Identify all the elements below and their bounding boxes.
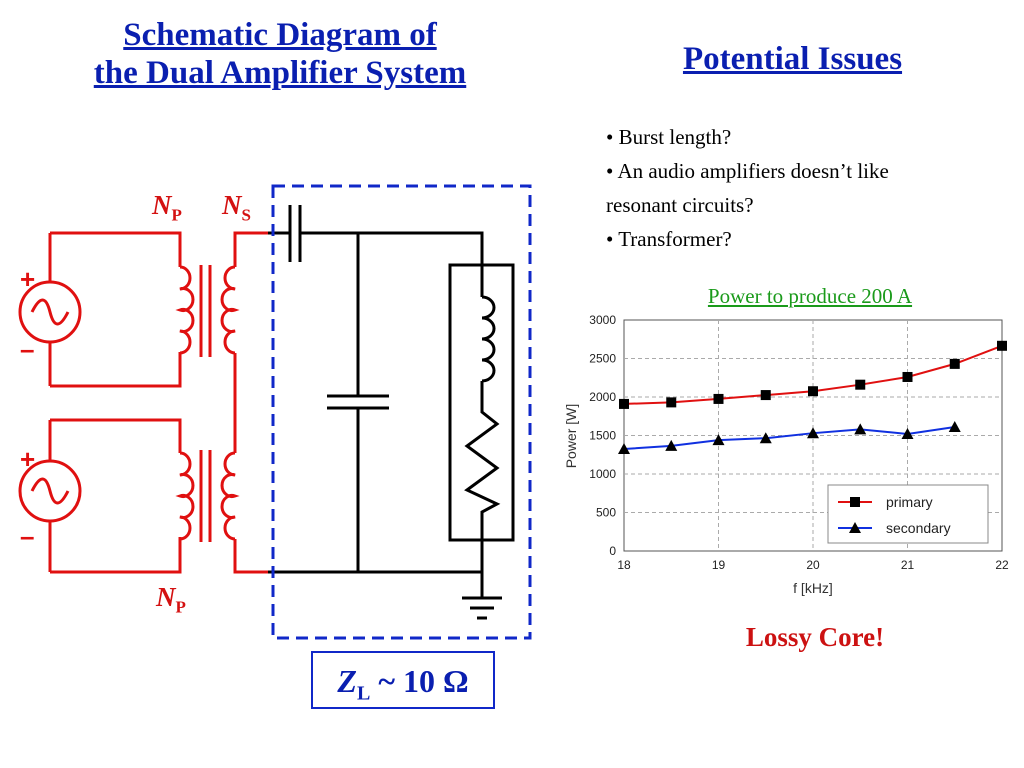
minus-sign-1: – [20,334,34,364]
legend-marker-primary [850,497,860,507]
legend-box [827,484,989,544]
y-tick-label: 0 [609,544,616,558]
schematic-title-line1: Schematic Diagram of [123,17,437,53]
y-axis-label: Power [W] [563,404,579,469]
conclusion-text: Lossy Core! [745,622,885,652]
primary-turns-label-bottom: NP [156,582,186,617]
legend-label-secondary: secondary [886,520,951,536]
load-inductor [481,295,496,383]
ac-source-1-icon [18,280,82,344]
issue-audio-amplifier: • An audio amplifiers doesn’t like [606,159,889,183]
primary-point [997,340,1007,351]
primary-point [808,386,818,397]
primary-point [855,379,866,390]
chart-ticks: 18 19 20 21 22 0 500 1000 1500 2000 2500 3000 [589,313,1009,572]
secondary-point [712,434,725,446]
plus-sign-2: + [20,444,35,474]
y-tick-label: 1000 [589,467,616,481]
secondary-turns-label: NS [222,190,251,225]
plus-sign-1: + [20,264,35,294]
x-tick-label: 20 [806,558,820,572]
schematic-diagram: + – + – [18,184,532,640]
legend-marker-secondary [849,522,861,533]
secondary-point [759,432,772,444]
issues-title: Potential Issues [682,41,903,77]
primary-point [760,390,771,401]
schematic-title: Schematic Diagram of the Dual Amplifier … [30,16,530,92]
secondary-coil-1 [220,265,240,355]
x-tick-label: 22 [995,558,1009,572]
secondary-point [618,442,630,454]
primary-point [619,398,629,409]
primary-turns-label-top: NP [152,190,182,225]
secondary-point [948,421,961,433]
y-tick-label: 500 [596,506,616,520]
secondary-coil-2 [220,451,240,541]
y-tick-label: 2000 [589,390,616,404]
primary-coil-2 [175,451,195,541]
y-tick-label: 1500 [589,429,616,443]
chart-series [618,340,1007,454]
x-tick-label: 19 [712,558,726,572]
secondary-point [665,439,678,451]
primary-point [949,358,960,369]
primary-point [713,393,724,404]
chart-title: Power to produce 200 A [707,284,913,308]
x-tick-label: 18 [617,558,631,572]
issue-burst-length: • Burst length? [606,125,732,149]
secondary-line [623,426,955,450]
chart-legend: primary secondary [827,484,989,544]
secondary-point [901,427,914,439]
y-tick-label: 2500 [589,352,616,366]
secondary-point [807,427,819,439]
primary-coil-1 [175,265,195,355]
primary-point [902,371,913,382]
ac-source-2-icon [18,459,82,523]
load-impedance-label: ZL ~ 10 Ω [311,651,495,709]
issue-transformer: • Transformer? [606,227,732,251]
primary-point [666,397,677,408]
load-boundary-box [271,184,532,640]
power-chart: 18 19 20 21 22 0 500 1000 1500 2000 2500 3000 f [kH… [563,313,1009,596]
y-tick-label: 3000 [589,313,616,327]
issue-audio-amplifier-cont: resonant circuits? [606,193,754,217]
secondary-point [854,423,867,435]
legend-label-primary: primary [886,494,933,510]
minus-sign-2: – [20,521,34,551]
x-axis-label: f [kHz] [793,580,833,596]
load-network [268,205,515,620]
amplifier-2 [18,418,268,574]
issues-list: • Burst length? • An audio amplifiers do… [606,120,1016,256]
amplifier-1 [18,231,268,420]
schematic-title-line2: the Dual Amplifier System [93,55,467,91]
x-tick-label: 21 [901,558,915,572]
load-resistor [464,381,501,540]
